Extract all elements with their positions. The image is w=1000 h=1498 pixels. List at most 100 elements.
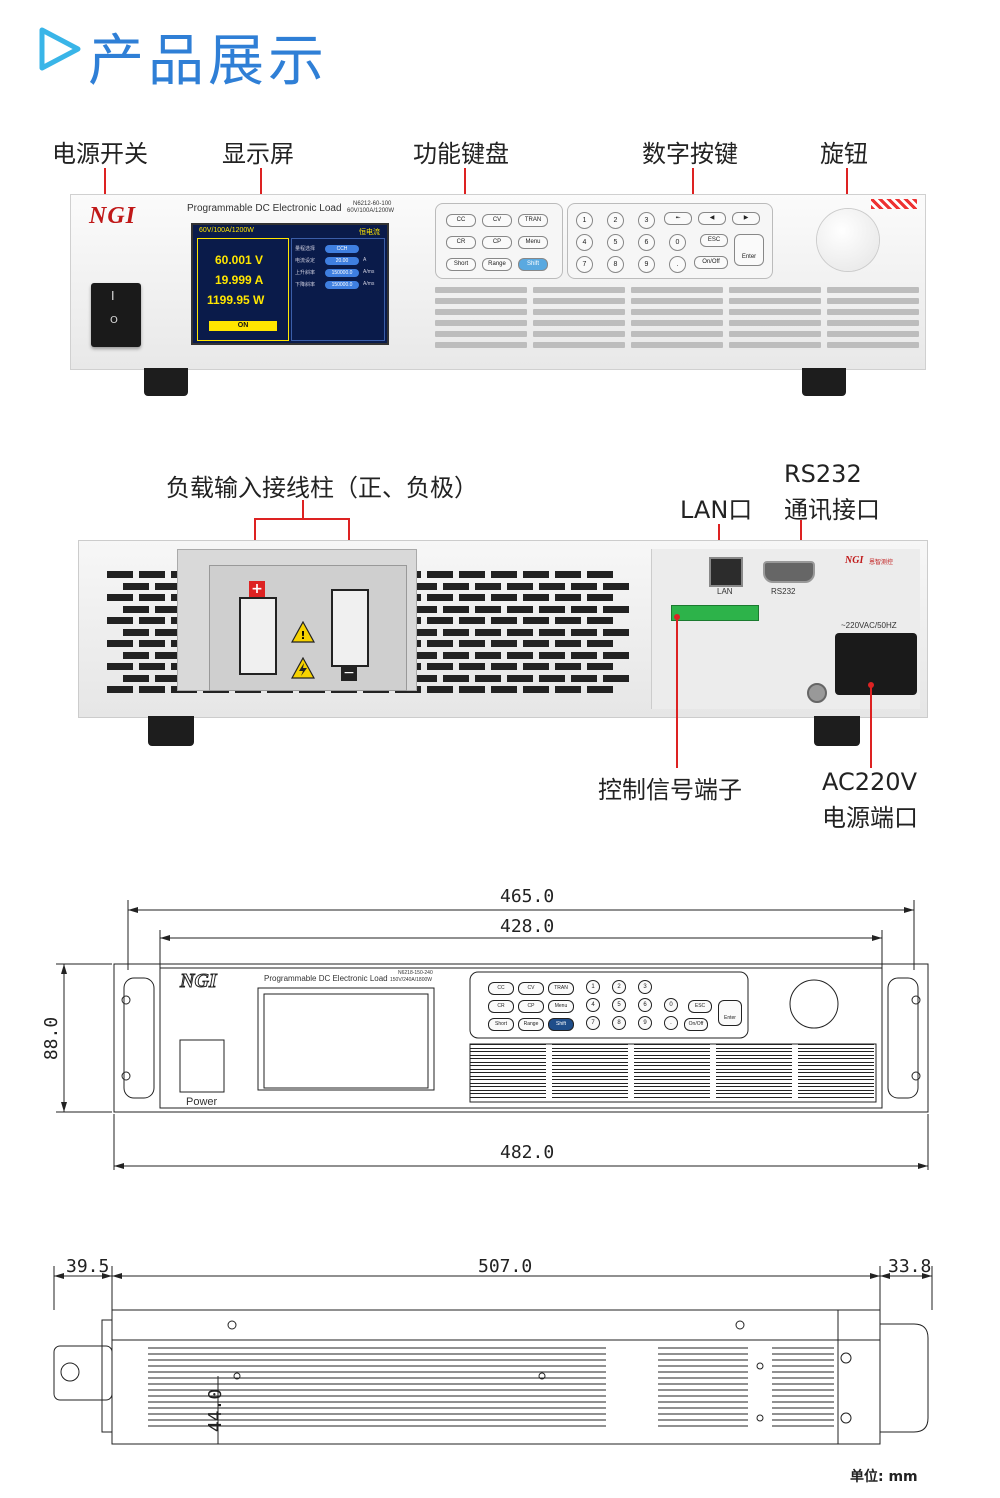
vent-slot <box>523 686 549 693</box>
key-cp[interactable]: CP <box>482 236 512 249</box>
arrow-key-icon[interactable]: ▶ <box>732 212 760 225</box>
drawing-vent-slot <box>716 1086 792 1091</box>
vent-slot <box>123 651 149 659</box>
vent-slot <box>587 594 613 601</box>
label-knob: 旋钮 <box>820 140 868 168</box>
key-tran[interactable]: TRAN <box>518 214 548 227</box>
vent-slot <box>123 582 149 590</box>
warning-icon: ! <box>291 621 315 643</box>
front-foot-left <box>144 368 188 396</box>
vent-slot <box>555 640 581 647</box>
drawing-key-enter: Enter <box>718 1000 742 1026</box>
key-digit[interactable]: 3 <box>638 212 655 229</box>
screen-state-bar: ON <box>209 321 277 331</box>
key-cv[interactable]: CV <box>482 214 512 227</box>
vent-slot <box>435 298 527 304</box>
key-digit[interactable]: 6 <box>638 234 655 251</box>
vent-slot <box>507 628 533 636</box>
positive-terminal[interactable] <box>239 597 277 675</box>
drawing-vent-slot <box>716 1051 792 1056</box>
drawing-vent-slot <box>552 1072 628 1077</box>
lan-port[interactable] <box>709 557 743 587</box>
vent-slot <box>729 309 821 315</box>
drawing-vent-slot <box>716 1058 792 1063</box>
screen-range: 60V/100A/1200W <box>199 227 254 234</box>
drawing-key-short: Short <box>488 1018 514 1031</box>
front-foot-right <box>802 368 846 396</box>
rs232-port[interactable] <box>763 561 815 583</box>
drawing-key-shift: Shift <box>548 1018 574 1031</box>
drawing-key-range: Range <box>518 1018 544 1031</box>
arrow-key-icon[interactable]: ⯬ <box>664 212 692 225</box>
key-digit[interactable]: 1 <box>576 212 593 229</box>
key-digit[interactable]: 5 <box>607 234 624 251</box>
screen-setting-value: 20.00 <box>325 257 359 265</box>
dim-33-8: 33.8 <box>888 1256 932 1277</box>
key-on-off[interactable]: On/Off <box>694 256 728 269</box>
vent-slot <box>107 686 133 693</box>
key-short[interactable]: Short <box>446 258 476 271</box>
drawing-spec: 150V/240A/1800W <box>390 977 432 983</box>
model-spec: 60V/100A/1200W <box>347 208 395 214</box>
rear-brand: NGI <box>845 555 864 566</box>
key-digit[interactable]: . <box>669 256 686 273</box>
control-terminal-strip[interactable] <box>671 605 759 621</box>
vent-slot <box>533 298 625 304</box>
vent-slot <box>139 686 165 693</box>
arrow-key-icon[interactable]: ◀ <box>698 212 726 225</box>
vent-slot <box>459 571 485 578</box>
drawing-vent-slot <box>470 1072 546 1077</box>
vent-slot <box>533 287 625 293</box>
power-switch[interactable]: I O <box>91 283 141 347</box>
key-digit[interactable]: 8 <box>607 256 624 273</box>
vent-slot <box>603 605 629 613</box>
vent-slot <box>587 571 613 578</box>
rear-foot-left <box>148 716 194 746</box>
vent-slot <box>507 582 533 590</box>
drawing-vent-slot <box>634 1072 710 1077</box>
key-digit[interactable]: 7 <box>576 256 593 273</box>
vent-slot <box>411 628 437 636</box>
drawing-vent-slot <box>798 1051 874 1056</box>
vent-slot <box>435 309 527 315</box>
vent-slot <box>123 628 149 636</box>
vent-slot <box>827 287 919 293</box>
key-digit[interactable]: 0 <box>669 234 686 251</box>
vent-slot <box>155 651 181 659</box>
key-digit[interactable]: 2 <box>607 212 624 229</box>
rotary-knob[interactable] <box>817 209 879 271</box>
vent-slot <box>443 674 469 682</box>
key-cc[interactable]: CC <box>446 214 476 227</box>
screen-setting-label: 上升斜率 <box>295 270 316 276</box>
vent-slot <box>491 640 517 647</box>
negative-terminal[interactable] <box>331 589 369 667</box>
key-digit[interactable]: 4 <box>576 234 593 251</box>
screen-setting-unit: A/ms <box>363 281 375 287</box>
label-function-keys: 功能键盘 <box>413 140 509 168</box>
dim-482: 482.0 <box>500 1142 555 1163</box>
drawing-power-label: Power <box>186 1096 218 1108</box>
key-esc[interactable]: ESC <box>700 234 728 247</box>
vent-slot <box>555 594 581 601</box>
vent-slot <box>523 617 549 624</box>
vent-slot <box>411 651 437 659</box>
callout-dot <box>868 682 874 688</box>
vent-slot <box>155 582 181 590</box>
vent-slot <box>475 582 501 590</box>
key-digit[interactable]: 9 <box>638 256 655 273</box>
screen-setting-label: 下降斜率 <box>295 282 316 288</box>
key-cr[interactable]: CR <box>446 236 476 249</box>
ac-inlet[interactable] <box>835 633 917 695</box>
key-enter[interactable]: Enter <box>734 234 764 266</box>
dim-465: 465.0 <box>500 886 555 907</box>
callout-line <box>676 618 678 768</box>
drawing-vent-slot <box>634 1086 710 1091</box>
key-menu[interactable]: Menu <box>518 236 548 249</box>
key-shift[interactable]: Shift <box>518 258 548 271</box>
svg-text:!: ! <box>300 629 305 642</box>
screen-setting-value: 150000.0 <box>325 269 359 277</box>
key-range[interactable]: Range <box>482 258 512 271</box>
